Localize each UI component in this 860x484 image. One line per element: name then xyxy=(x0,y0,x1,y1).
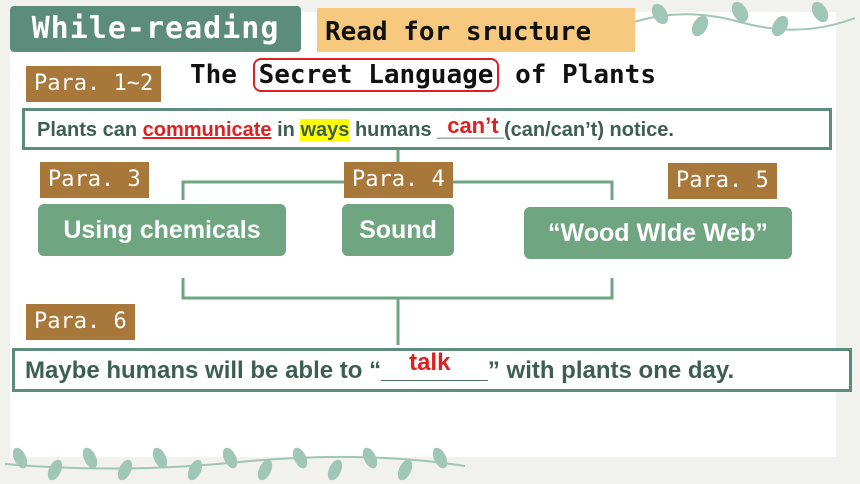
s1-part4: (can/can’t) notice. xyxy=(503,119,674,141)
blank-talk: ________talk xyxy=(381,349,488,384)
answer-communicate: communicate xyxy=(142,119,272,141)
s1-part3: humans xyxy=(354,119,432,141)
para-label-5: Para. 5 xyxy=(668,163,777,199)
passage-heading: The Secret Language of Plants xyxy=(190,58,656,92)
section-title: While-reading xyxy=(10,6,301,52)
vine-bottom-decoration xyxy=(4,447,466,481)
highlight-ways: ways xyxy=(300,119,350,141)
heading-after: of Plants xyxy=(515,60,656,90)
para-label-6: Para. 6 xyxy=(26,304,135,340)
para-label-4: Para. 4 xyxy=(344,162,453,198)
s1-part2: in xyxy=(277,119,295,141)
para-label-3: Para. 3 xyxy=(40,162,149,198)
heading-before: The xyxy=(190,60,237,90)
section-subtitle: Read for sructure xyxy=(317,8,635,52)
s2-part1: Maybe humans will be able to “ xyxy=(25,357,382,384)
answer-cant: can’t xyxy=(447,113,499,138)
vine-top-decoration xyxy=(624,1,856,37)
s1-part1: Plants can xyxy=(37,119,138,141)
s2-part2: ” with plants one day. xyxy=(487,357,735,384)
heading-boxed-text: Secret Language xyxy=(252,58,500,92)
box-wood-wide-web: “Wood WIde Web” xyxy=(524,207,792,259)
box-sound: Sound xyxy=(342,204,454,256)
main-idea-sentence: Plants can communicate in ways humans __… xyxy=(22,108,832,150)
para-label-1-2: Para. 1~2 xyxy=(26,66,162,102)
answer-talk: talk xyxy=(409,349,451,376)
conclusion-sentence: Maybe humans will be able to “________ta… xyxy=(12,348,852,392)
blank-cant: ______can’t xyxy=(437,113,504,141)
box-using-chemicals: Using chemicals xyxy=(38,204,286,256)
